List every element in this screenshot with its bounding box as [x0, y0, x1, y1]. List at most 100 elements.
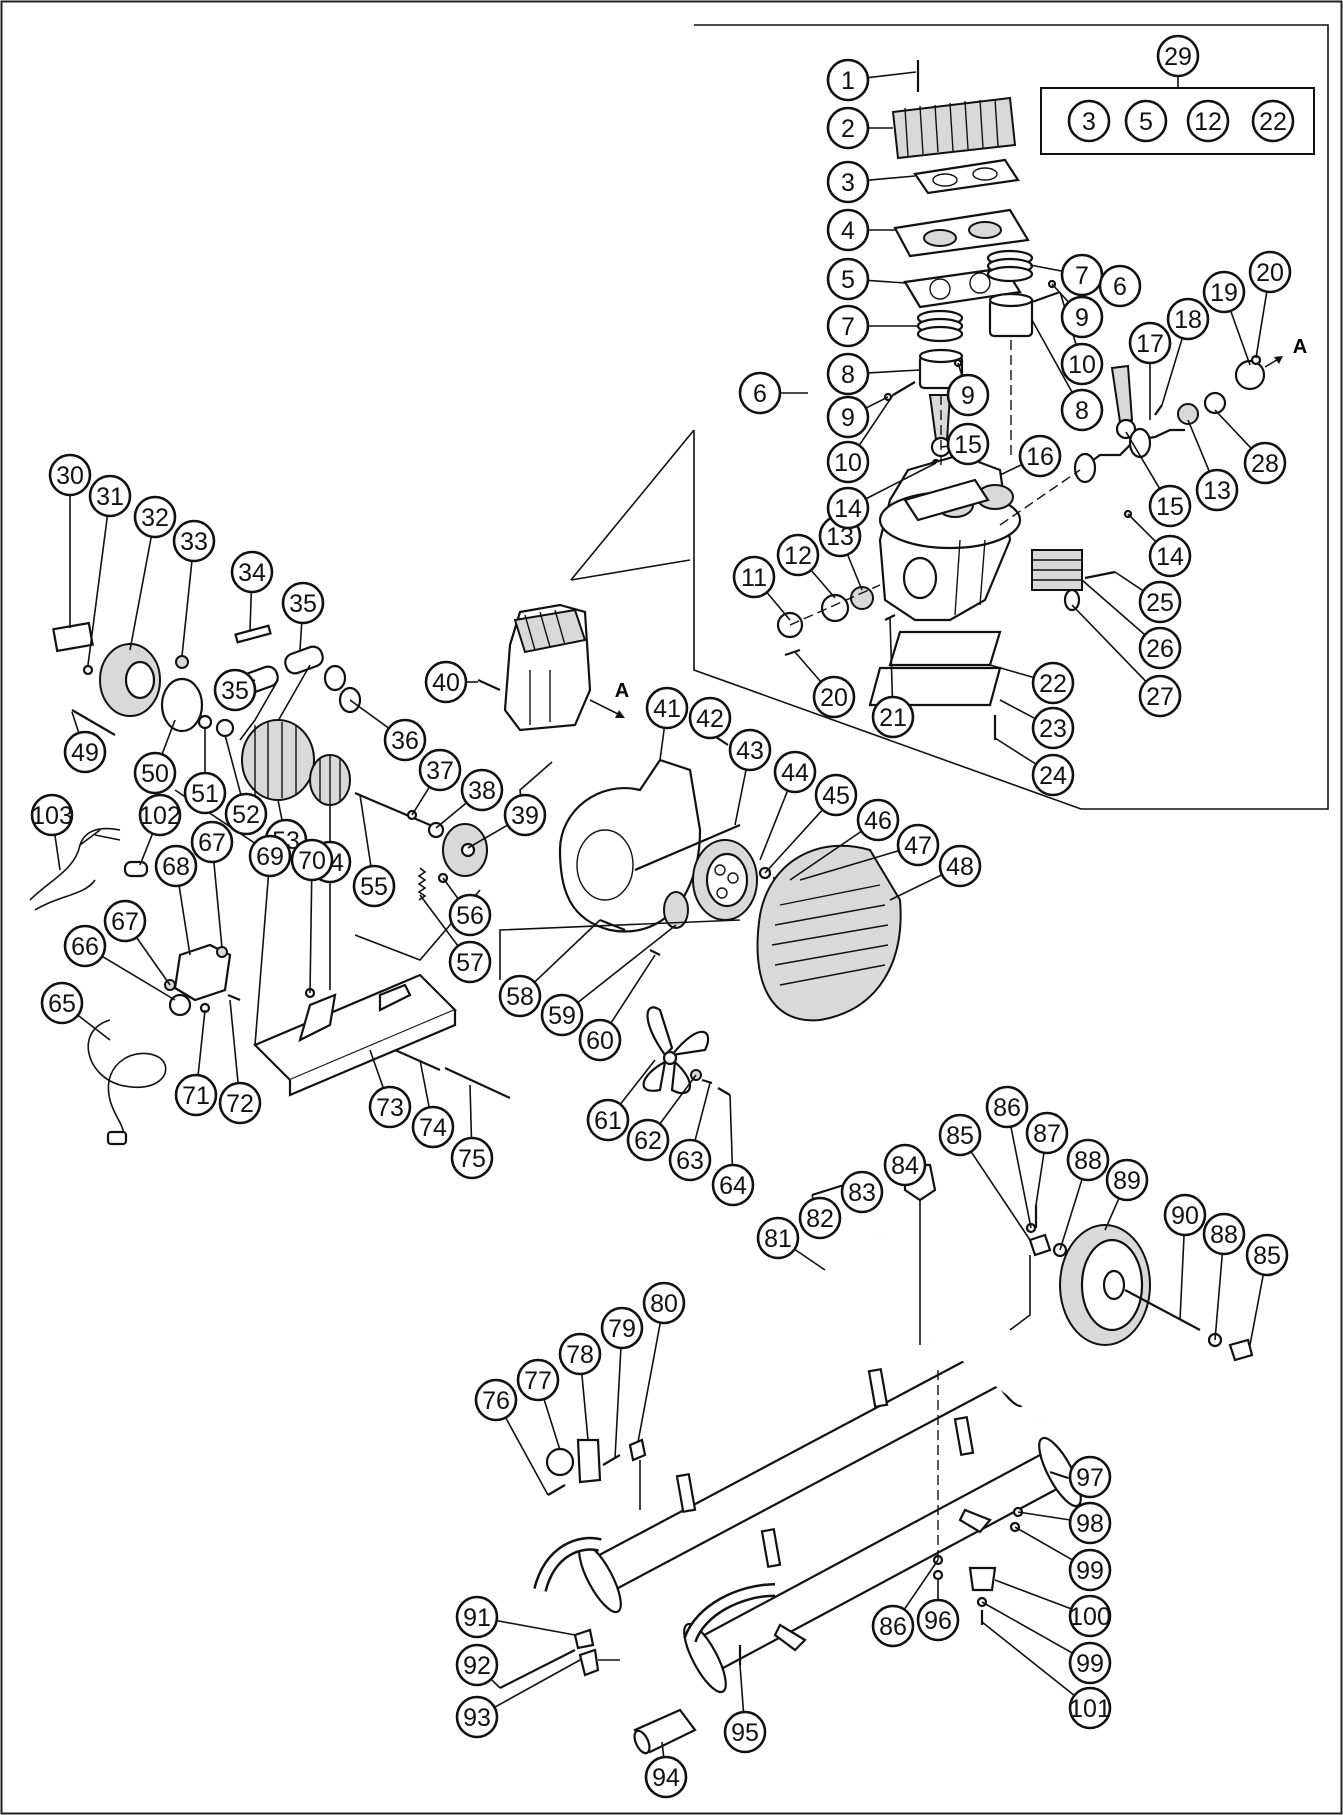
callout-78[interactable]: 78	[558, 1332, 602, 1376]
callout-86[interactable]: 86	[871, 1604, 915, 1648]
callout-85[interactable]: 85	[938, 1113, 982, 1157]
callout-22[interactable]: 22	[1031, 661, 1075, 705]
callout-71[interactable]: 71	[174, 1073, 218, 1117]
callout-103[interactable]: 103	[30, 793, 74, 837]
callout-43[interactable]: 43	[728, 728, 772, 772]
callout-49[interactable]: 49	[63, 730, 107, 774]
callout-45[interactable]: 45	[814, 773, 858, 817]
callout-41[interactable]: 41	[645, 686, 689, 730]
callout-99[interactable]: 99	[1068, 1548, 1112, 1592]
callout-9[interactable]: 9	[1060, 295, 1104, 339]
callout-57[interactable]: 57	[448, 940, 492, 984]
callout-39[interactable]: 39	[503, 793, 547, 837]
callout-12[interactable]: 12	[776, 533, 820, 577]
callout-47[interactable]: 47	[896, 823, 940, 867]
callout-89[interactable]: 89	[1105, 1158, 1149, 1202]
callout-90[interactable]: 90	[1163, 1193, 1207, 1237]
callout-93[interactable]: 93	[455, 1695, 499, 1739]
callout-82[interactable]: 82	[798, 1196, 842, 1240]
callout-20[interactable]: 20	[1248, 250, 1292, 294]
callout-88[interactable]: 88	[1066, 1138, 1110, 1182]
callout-34[interactable]: 34	[230, 550, 274, 594]
callout-19[interactable]: 19	[1202, 270, 1246, 314]
callout-20[interactable]: 20	[812, 675, 856, 719]
callout-100[interactable]: 100	[1068, 1594, 1112, 1638]
callout-15[interactable]: 15	[1148, 484, 1192, 528]
callout-40[interactable]: 40	[424, 660, 468, 704]
callout-70[interactable]: 70	[290, 838, 334, 882]
callout-29[interactable]: 29	[1156, 34, 1200, 78]
callout-33[interactable]: 33	[172, 519, 216, 563]
callout-56[interactable]: 56	[448, 893, 492, 937]
callout-67[interactable]: 67	[190, 820, 234, 864]
callout-28[interactable]: 28	[1243, 441, 1287, 485]
callout-7[interactable]: 7	[1060, 253, 1104, 297]
callout-88[interactable]: 88	[1202, 1212, 1246, 1256]
callout-85[interactable]: 85	[1245, 1233, 1289, 1277]
callout-3[interactable]: 3	[826, 160, 870, 204]
callout-81[interactable]: 81	[756, 1216, 800, 1260]
callout-9[interactable]: 9	[826, 395, 870, 439]
callout-4[interactable]: 4	[826, 208, 870, 252]
callout-65[interactable]: 65	[40, 981, 84, 1025]
callout-99[interactable]: 99	[1068, 1641, 1112, 1685]
callout-5[interactable]: 5	[826, 257, 870, 301]
callout-94[interactable]: 94	[644, 1755, 688, 1799]
callout-59[interactable]: 59	[540, 993, 584, 1037]
callout-11[interactable]: 11	[732, 555, 776, 599]
callout-48[interactable]: 48	[938, 844, 982, 888]
callout-95[interactable]: 95	[723, 1710, 767, 1754]
callout-14[interactable]: 14	[1148, 534, 1192, 578]
callout-80[interactable]: 80	[642, 1281, 686, 1325]
callout-16[interactable]: 16	[1018, 434, 1062, 478]
callout-67[interactable]: 67	[103, 899, 147, 943]
callout-50[interactable]: 50	[133, 751, 177, 795]
callout-69[interactable]: 69	[248, 834, 292, 878]
callout-72[interactable]: 72	[218, 1081, 262, 1125]
callout-55[interactable]: 55	[352, 864, 396, 908]
callout-35[interactable]: 35	[213, 668, 257, 712]
callout-23[interactable]: 23	[1031, 706, 1075, 750]
callout-77[interactable]: 77	[516, 1358, 560, 1402]
callout-97[interactable]: 97	[1068, 1455, 1112, 1499]
callout-84[interactable]: 84	[883, 1143, 927, 1187]
callout-38[interactable]: 38	[460, 768, 504, 812]
callout-14[interactable]: 14	[826, 486, 870, 530]
callout-75[interactable]: 75	[450, 1136, 494, 1180]
callout-46[interactable]: 46	[856, 798, 900, 842]
callout-52[interactable]: 52	[224, 792, 268, 836]
callout-96[interactable]: 96	[916, 1598, 960, 1642]
callout-25[interactable]: 25	[1138, 580, 1182, 624]
callout-27[interactable]: 27	[1138, 674, 1182, 718]
callout-24[interactable]: 24	[1031, 753, 1075, 797]
callout-42[interactable]: 42	[688, 696, 732, 740]
callout-10[interactable]: 10	[1060, 342, 1104, 386]
callout-66[interactable]: 66	[63, 924, 107, 968]
callout-36[interactable]: 36	[383, 718, 427, 762]
callout-92[interactable]: 92	[455, 1643, 499, 1687]
callout-86[interactable]: 86	[985, 1085, 1029, 1129]
callout-8[interactable]: 8	[826, 352, 870, 396]
callout-87[interactable]: 87	[1025, 1111, 1069, 1155]
callout-15[interactable]: 15	[946, 422, 990, 466]
callout-63[interactable]: 63	[668, 1138, 712, 1182]
callout-30[interactable]: 30	[48, 453, 92, 497]
callout-8[interactable]: 8	[1060, 388, 1104, 432]
callout-58[interactable]: 58	[498, 974, 542, 1018]
callout-32[interactable]: 32	[133, 495, 177, 539]
callout-17[interactable]: 17	[1128, 321, 1172, 365]
callout-6[interactable]: 6	[738, 371, 782, 415]
callout-35[interactable]: 35	[281, 581, 325, 625]
callout-18[interactable]: 18	[1166, 297, 1210, 341]
callout-98[interactable]: 98	[1068, 1501, 1112, 1545]
callout-6[interactable]: 6	[1098, 264, 1142, 308]
callout-37[interactable]: 37	[418, 748, 462, 792]
callout-102[interactable]: 102	[138, 793, 182, 837]
callout-60[interactable]: 60	[578, 1018, 622, 1062]
callout-62[interactable]: 62	[626, 1118, 670, 1162]
callout-10[interactable]: 10	[826, 440, 870, 484]
callout-2[interactable]: 2	[826, 106, 870, 150]
callout-73[interactable]: 73	[368, 1085, 412, 1129]
callout-9[interactable]: 9	[946, 373, 990, 417]
callout-51[interactable]: 51	[183, 771, 227, 815]
